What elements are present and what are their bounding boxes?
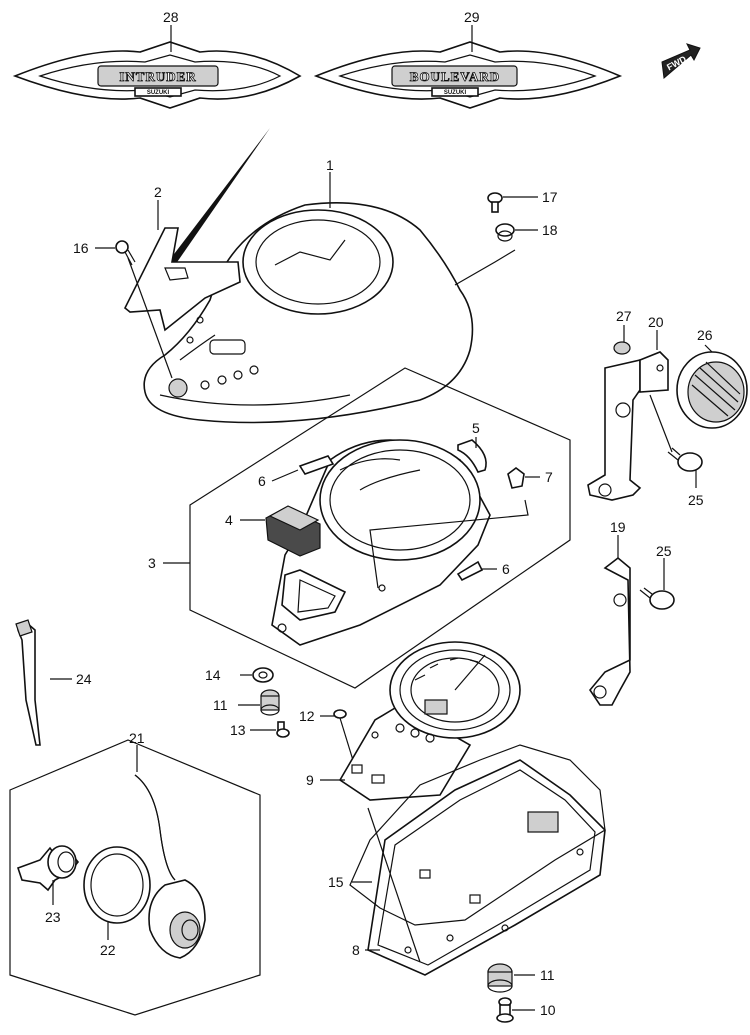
callout-18: 18 bbox=[542, 222, 558, 238]
callout-labels: 28 29 1 2 16 17 18 3 4 5 6 6 7 24 14 11 … bbox=[45, 9, 713, 1018]
emblem-intruder: INTRUDER SUZUKI bbox=[12, 41, 302, 109]
callout-6-lower: 6 bbox=[502, 561, 510, 577]
callout-5: 5 bbox=[472, 420, 480, 436]
callout-1: 1 bbox=[326, 157, 334, 173]
pointer-arrow bbox=[168, 128, 270, 268]
callout-9: 9 bbox=[306, 772, 314, 788]
tie-band bbox=[15, 619, 41, 746]
cushion bbox=[265, 505, 321, 557]
reflector-bracket-20 bbox=[587, 351, 669, 501]
grommet-18 bbox=[495, 223, 515, 242]
meter-case bbox=[271, 439, 491, 646]
bulb-socket-23 bbox=[16, 845, 80, 892]
screw bbox=[115, 240, 136, 266]
washer-14 bbox=[252, 667, 274, 683]
callout-29: 29 bbox=[464, 9, 480, 25]
emblem-boulevard: BOULEVARD SUZUKI bbox=[313, 41, 623, 109]
cap-7 bbox=[507, 467, 525, 489]
callout-13: 13 bbox=[230, 722, 246, 738]
callout-10: 10 bbox=[540, 1002, 556, 1018]
callout-12: 12 bbox=[299, 708, 315, 724]
holder-box bbox=[9, 739, 261, 1016]
screw-17 bbox=[487, 192, 503, 213]
callout-20: 20 bbox=[648, 314, 664, 330]
emblem-intruder-text: INTRUDER bbox=[119, 69, 196, 84]
callout-4: 4 bbox=[225, 512, 233, 528]
callout-7: 7 bbox=[545, 469, 553, 485]
leader-lines bbox=[50, 25, 713, 1011]
gasket bbox=[349, 744, 606, 926]
pad-6-lower bbox=[456, 560, 484, 582]
callout-14: 14 bbox=[205, 667, 221, 683]
callout-21: 21 bbox=[129, 730, 145, 746]
grommet-11-lower bbox=[487, 963, 513, 993]
callout-11-lower: 11 bbox=[540, 967, 555, 983]
pad-6-upper bbox=[298, 455, 335, 475]
callout-22: 22 bbox=[100, 942, 116, 958]
screw-10 bbox=[496, 997, 514, 1023]
callout-8: 8 bbox=[352, 942, 360, 958]
subassembly-box bbox=[189, 367, 571, 689]
callout-16: 16 bbox=[73, 240, 89, 256]
nut-27 bbox=[613, 341, 631, 355]
callout-19: 19 bbox=[610, 519, 626, 535]
reflector-26 bbox=[676, 351, 748, 429]
callout-23: 23 bbox=[45, 909, 61, 925]
callout-25-lower: 25 bbox=[656, 543, 672, 559]
lower-case bbox=[367, 759, 606, 976]
callout-26: 26 bbox=[697, 327, 713, 343]
clamp-25-upper bbox=[667, 447, 703, 472]
callout-15: 15 bbox=[328, 874, 344, 890]
grommet-11-upper bbox=[260, 689, 280, 716]
fwd-arrow-icon: FWD bbox=[661, 43, 701, 79]
callout-11-upper: 11 bbox=[213, 697, 228, 713]
callout-2: 2 bbox=[154, 184, 162, 200]
clip-5 bbox=[457, 439, 487, 473]
emblem-boulevard-text: BOULEVARD bbox=[410, 69, 500, 84]
emblem-intruder-maker: SUZUKI bbox=[147, 90, 170, 96]
callout-3: 3 bbox=[148, 555, 156, 571]
callout-28: 28 bbox=[163, 9, 179, 25]
callout-24: 24 bbox=[76, 671, 92, 687]
screw-13 bbox=[276, 721, 290, 738]
bracket-19 bbox=[589, 556, 631, 706]
emblem-boulevard-maker: SUZUKI bbox=[444, 90, 467, 96]
socket-holder bbox=[134, 774, 206, 959]
callout-17: 17 bbox=[542, 189, 558, 205]
speedometer bbox=[338, 641, 521, 801]
bracket bbox=[123, 227, 241, 332]
clamp-25-lower bbox=[639, 587, 675, 610]
callout-27: 27 bbox=[616, 308, 632, 324]
meter-cover bbox=[143, 202, 474, 424]
callout-25-upper: 25 bbox=[688, 492, 704, 508]
ring-22 bbox=[83, 846, 151, 924]
callout-6-upper: 6 bbox=[258, 473, 266, 489]
